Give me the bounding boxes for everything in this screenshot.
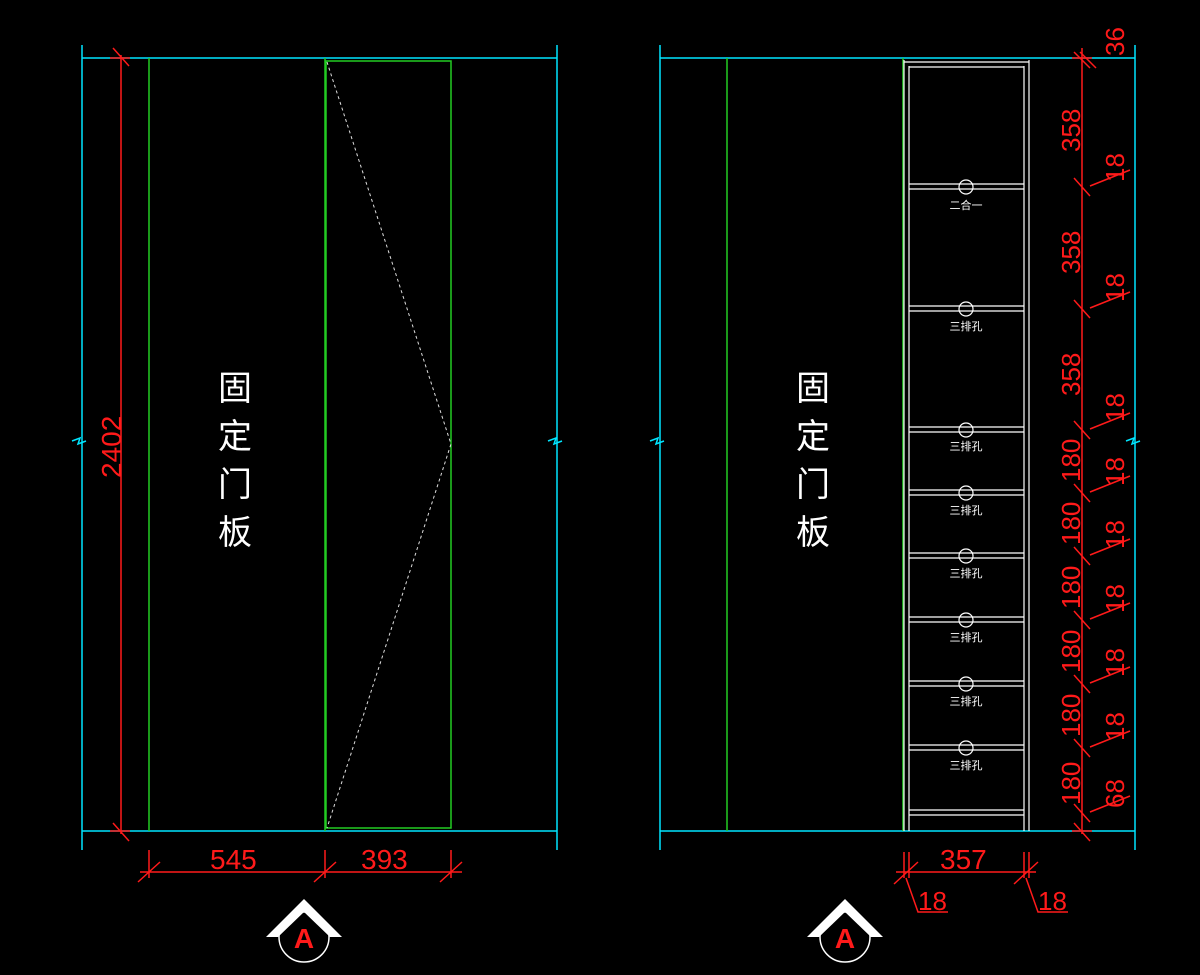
door-swing-line [326,61,452,829]
svg-text:18: 18 [1100,393,1130,422]
left-width-dims [137,850,463,883]
svg-text:板: 板 [796,513,830,553]
svg-text:18: 18 [1100,273,1130,302]
svg-text:180: 180 [1056,630,1086,673]
right-panels [726,58,904,831]
svg-text:A: A [835,923,855,954]
left-height-dim [110,47,130,842]
shelf-4 [909,485,1024,501]
svg-text:358: 358 [1056,109,1086,152]
svg-text:门: 门 [796,465,830,505]
right-width-dim [893,852,1068,913]
shelf-5 [909,548,1024,564]
shelf-note-1: 二合一 [950,198,983,212]
svg-text:18: 18 [1100,520,1130,549]
svg-text:68: 68 [1100,779,1130,808]
svg-text:18: 18 [1100,712,1130,741]
left-panel-label: 固 定 门 板 [218,369,252,553]
svg-text:180: 180 [1056,566,1086,609]
width-dim-357: 357 [940,844,987,875]
shelf-6 [909,612,1024,628]
svg-text:18: 18 [1100,457,1130,486]
right-elevation: 固 定 门 板 二合一 三排孔 三排孔 [649,27,1141,963]
svg-text:门: 门 [218,465,252,505]
svg-text:定: 定 [796,417,830,457]
width-dim-545: 545 [210,844,257,875]
right-panel-label: 固 定 门 板 [796,369,830,553]
height-dim-label: 2402 [96,416,127,478]
width-dim-393: 393 [361,844,408,875]
shelf-7 [909,676,1024,692]
svg-text:180: 180 [1056,694,1086,737]
svg-text:18: 18 [1100,153,1130,182]
svg-text:180: 180 [1056,762,1086,805]
svg-text:固: 固 [218,369,252,409]
shelf-note-6: 三排孔 [950,630,983,644]
cabinet-frame [903,60,1030,831]
shelf-note-2: 三排孔 [950,319,983,333]
shelf-note-3: 三排孔 [950,439,983,453]
svg-text:18: 18 [1100,584,1130,613]
board-dim-right: 18 [1038,886,1067,916]
shelf-note-4: 三排孔 [950,503,983,517]
side-dim-chain [1072,48,1131,842]
left-outline [71,45,563,850]
right-section-mark: A [807,899,883,963]
svg-text:定: 定 [218,417,252,457]
shelf-note-7: 三排孔 [950,694,983,708]
svg-text:358: 358 [1056,231,1086,274]
svg-text:A: A [294,923,314,954]
side-dim-labels: 36 358 18 358 18 358 18 180 18 180 18 18… [1056,27,1130,808]
shelf-note-5: 三排孔 [950,566,983,580]
svg-text:板: 板 [218,513,252,553]
svg-text:180: 180 [1056,502,1086,545]
svg-text:358: 358 [1056,353,1086,396]
svg-text:固: 固 [796,369,830,409]
shelf-1 [909,179,1024,195]
left-panels [148,58,452,831]
right-outline [649,45,1141,850]
board-dim-left: 18 [918,886,947,916]
shelf-8 [909,740,1024,756]
shelf-2 [909,301,1024,317]
left-elevation: 固 定 门 板 2402 545 393 [71,45,563,963]
shelf-3 [909,422,1024,438]
shelf-note-8: 三排孔 [950,758,983,772]
svg-text:18: 18 [1100,648,1130,677]
svg-text:180: 180 [1056,439,1086,482]
svg-text:36: 36 [1100,27,1130,56]
left-section-mark: A [266,899,342,963]
